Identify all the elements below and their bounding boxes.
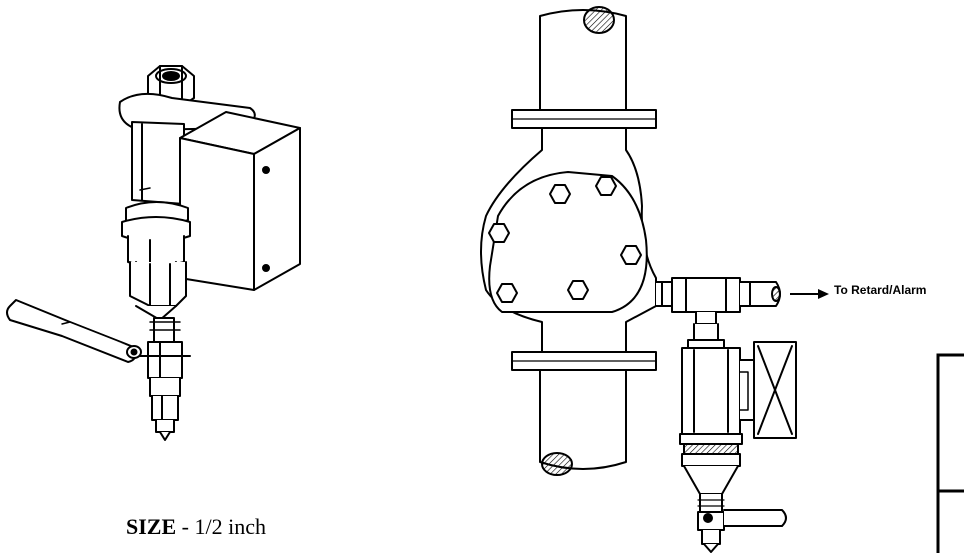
bolt: [496, 283, 518, 303]
bolt: [567, 280, 589, 300]
riser-valve-assembly: [480, 6, 797, 553]
retard-alarm-arrow: [790, 289, 829, 299]
size-value: 1/2 inch: [194, 514, 266, 539]
bolt: [488, 223, 510, 243]
size-separator: -: [176, 514, 195, 539]
lower-pipe-break: [541, 452, 573, 476]
drain-valve-handle: [723, 509, 787, 527]
bolt: [595, 176, 617, 196]
outlet-fitting: [151, 395, 179, 421]
partial-enclosure-outline: [936, 353, 964, 553]
switch-enclosure: [753, 341, 797, 439]
cover-plate: [488, 171, 648, 313]
outlet-stub: [655, 281, 673, 307]
isometric-switch-assembly: [6, 65, 301, 441]
junction-box: [179, 111, 301, 291]
pressure-switch-body: [681, 347, 741, 435]
tee-fitting: [671, 277, 741, 313]
bolt: [549, 184, 571, 204]
ball-valve-handle: [6, 299, 138, 363]
size-label: SIZE: [126, 514, 177, 539]
ball-valve-body: [147, 341, 183, 379]
bolt: [620, 245, 642, 265]
hatched-ring: [683, 443, 739, 455]
cover-bolts: [488, 176, 642, 303]
size-spec: SIZE - 1/2 inch: [126, 514, 266, 540]
upper-pipe-break: [583, 6, 615, 34]
callout-to-retard-alarm: To Retard/Alarm: [834, 283, 927, 297]
switch-body: [131, 121, 185, 205]
lower-body: [129, 261, 187, 307]
